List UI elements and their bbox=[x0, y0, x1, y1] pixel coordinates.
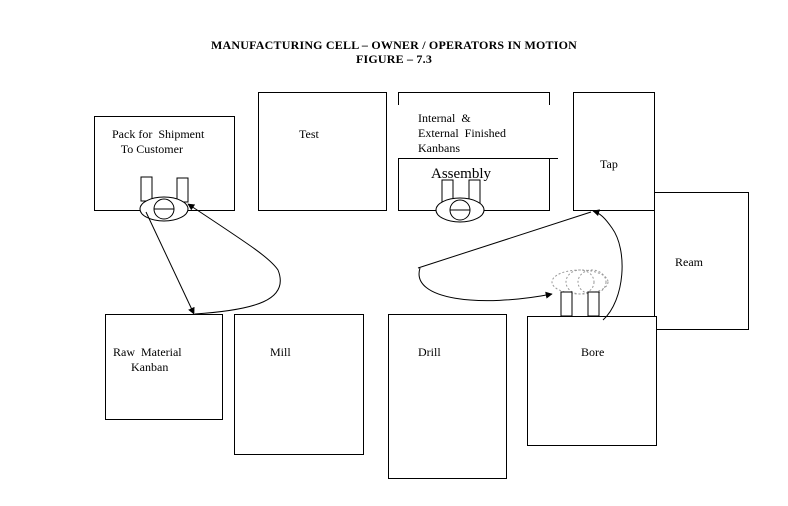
operator-1-icon bbox=[139, 176, 189, 222]
operator-2-path-to-tap bbox=[592, 209, 623, 321]
station-kanbans-label: Internal & External Finished Kanbans bbox=[418, 111, 506, 155]
station-tap bbox=[573, 92, 655, 211]
station-bore bbox=[527, 316, 657, 446]
station-bore-label: Bore bbox=[581, 345, 605, 359]
station-drill bbox=[388, 314, 507, 479]
kanban-label-panel bbox=[398, 105, 558, 159]
operator-1-path-return bbox=[187, 203, 281, 315]
station-pack-for-shipment bbox=[94, 116, 235, 211]
station-ream bbox=[654, 192, 749, 330]
station-raw-material-label: Raw Material Kanban bbox=[113, 345, 182, 374]
operator-2-next-position-icon bbox=[551, 269, 609, 317]
station-assembly-label: Assembly bbox=[431, 166, 491, 182]
station-mill-label: Mill bbox=[270, 345, 291, 359]
operator-1-path-down bbox=[145, 211, 195, 315]
operator-2-icon bbox=[435, 179, 485, 223]
station-ream-label: Ream bbox=[675, 255, 703, 269]
figure-title: MANUFACTURING CELL – OWNER / OPERATORS I… bbox=[211, 38, 577, 52]
station-raw-material-kanban bbox=[105, 314, 223, 420]
operator-2-path-to-bore bbox=[418, 267, 553, 302]
figure-number: FIGURE – 7.3 bbox=[355, 52, 433, 66]
station-drill-label: Drill bbox=[418, 345, 441, 359]
operator-2-path-return bbox=[417, 211, 592, 269]
station-test-label: Test bbox=[299, 127, 319, 141]
station-test bbox=[258, 92, 387, 211]
station-mill bbox=[234, 314, 364, 455]
station-tap-label: Tap bbox=[600, 157, 618, 171]
station-pack-label: Pack for Shipment To Customer bbox=[112, 127, 205, 156]
